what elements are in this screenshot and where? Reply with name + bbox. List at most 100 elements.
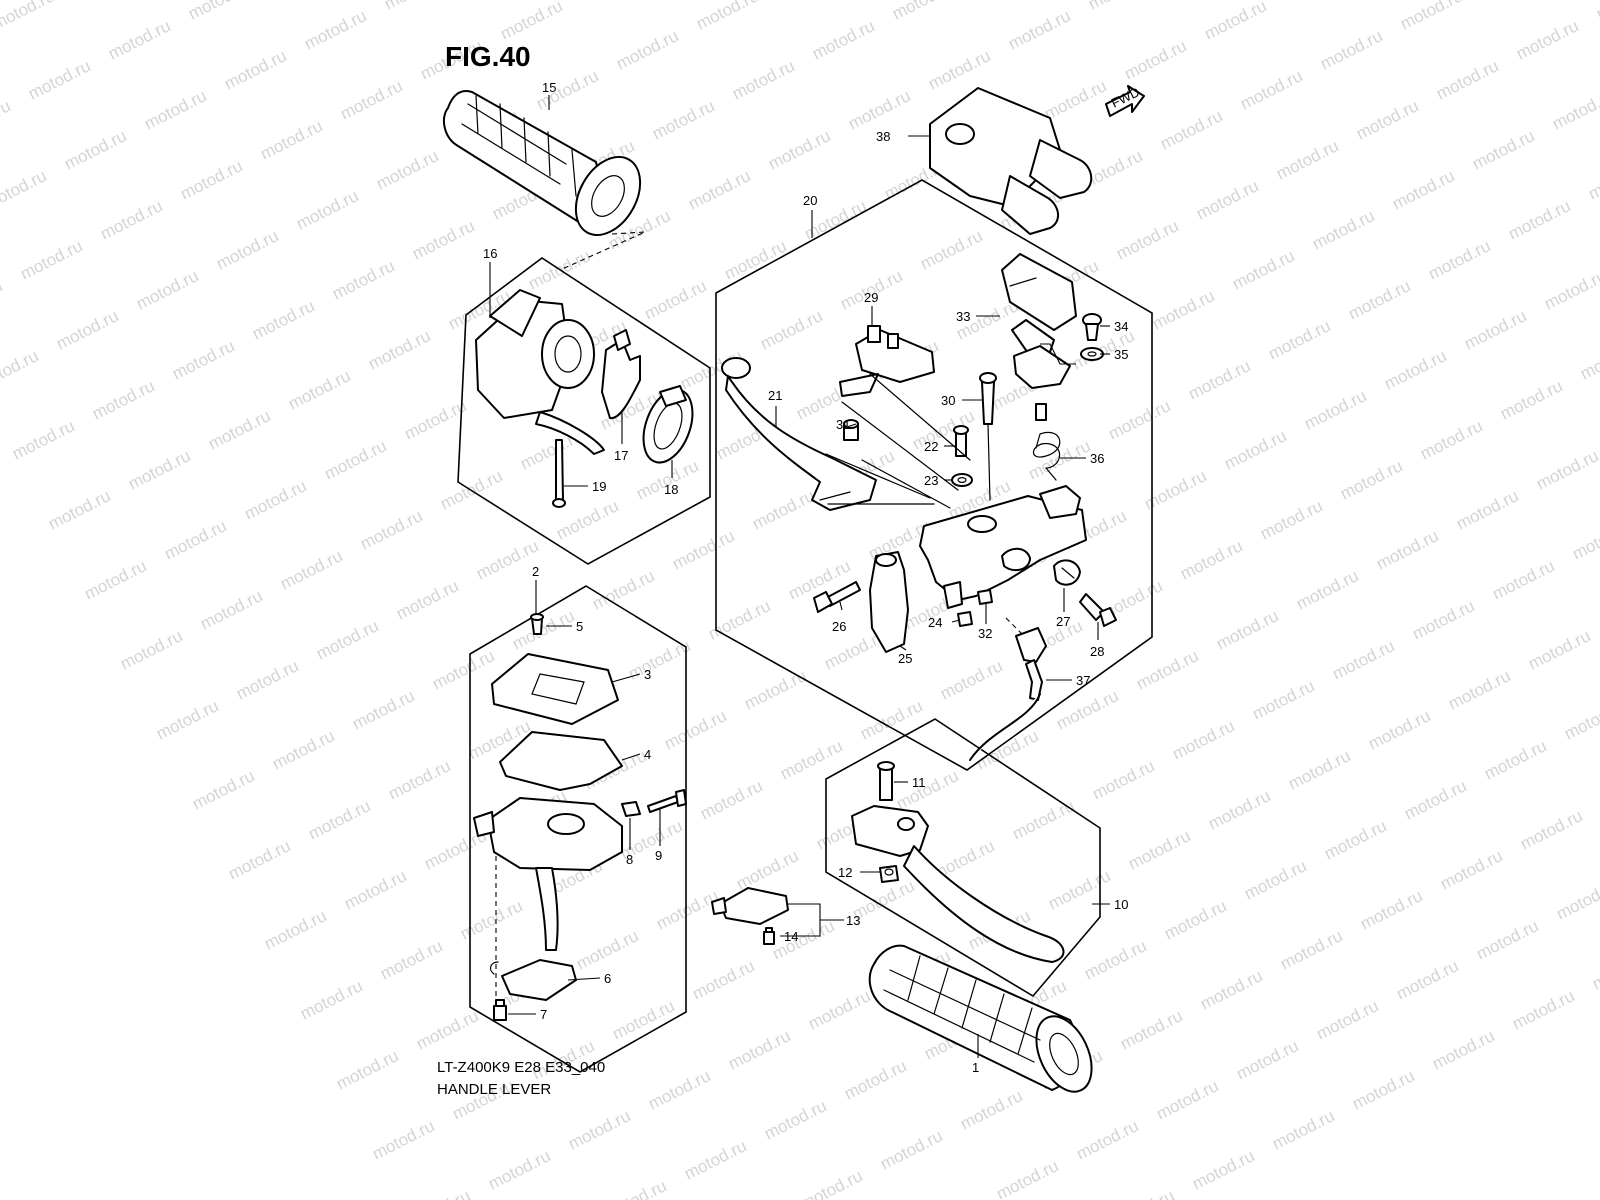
callout-20: 20 [803,193,817,208]
watermark-text: motod.ru [377,936,445,983]
watermark-text: motod.ru [381,0,449,14]
watermark-text: motod.ru [329,256,397,303]
watermark-text: motod.ru [733,846,801,893]
nut-24 [957,611,973,627]
bolt-11 [877,761,895,801]
watermark-text: motod.ru [313,616,381,663]
watermark-text: motod.ru [485,1146,553,1193]
watermark-text: motod.ru [741,666,809,713]
watermark-text: motod.ru [161,516,229,563]
callout-12: 12 [838,865,852,880]
watermark-text: motod.ru [1585,156,1600,203]
callout-17: 17 [614,448,628,463]
watermark-text: motod.ru [1109,1186,1177,1200]
watermark-text: motod.ru [1313,996,1381,1043]
watermark-text: motod.ru [1505,196,1573,243]
callout-2: 2 [532,564,539,579]
watermark-text: motod.ru [105,16,173,63]
watermark-text: motod.ru [757,306,825,353]
frame-throttle-case-2 [469,585,687,1073]
watermark-text: motod.ru [1533,446,1600,493]
screw-34 [1082,313,1102,341]
watermark-text: motod.ru [1433,56,1501,103]
watermark-text: motod.ru [1317,26,1385,73]
watermark-text: motod.ru [0,276,6,323]
callout-8: 8 [626,852,633,867]
watermark-text: motod.ru [373,146,441,193]
watermark-text: motod.ru [1517,806,1585,853]
switch-housing-16 [475,289,605,455]
watermark-text: motod.ru [841,1056,909,1103]
watermark-text: motod.ru [225,836,293,883]
callout-25: 25 [898,651,912,666]
callout-37: 37 [1076,673,1090,688]
watermark-text: motod.ru [1541,266,1600,313]
watermark-text: motod.ru [429,646,497,693]
watermark-text: motod.ru [613,26,681,73]
watermark-text: motod.ru [1553,876,1600,923]
watermark-text: motod.ru [1425,236,1493,283]
watermark-text: motod.ru [749,486,817,533]
clamp-25 [869,551,909,653]
clamp-17 [601,329,641,420]
watermark-text: motod.ru [197,586,265,633]
watermark-text: motod.ru [1241,856,1309,903]
watermark-text: motod.ru [369,1116,437,1163]
callout-6: 6 [604,971,611,986]
watermark-text: motod.ru [1045,866,1113,913]
watermark-text: motod.ru [1205,786,1273,833]
bolt-30 [979,372,997,425]
watermark-text: motod.ru [333,1046,401,1093]
watermark-text: motod.ru [1525,626,1593,673]
watermark-text: motod.ru [1221,426,1289,473]
watermark-text: motod.ru [0,166,50,213]
watermark-text: motod.ru [177,156,245,203]
watermark-text: motod.ru [277,546,345,593]
cover-27 [1053,559,1081,586]
figure-title: FIG.40 [445,41,531,72]
watermark-text: motod.ru [725,1026,793,1073]
watermark-text: motod.ru [877,1126,945,1173]
watermark-text: motod.ru [1321,816,1389,863]
callout-31: 31 [836,417,850,432]
callout-3: 3 [644,667,651,682]
watermark-text: motod.ru [0,0,58,34]
watermark-text: motod.ru [497,0,565,44]
watermark-text: motod.ru [1509,986,1577,1033]
callout-15: 15 [542,80,556,95]
watermark-text: motod.ru [1169,716,1237,763]
watermark-text: motod.ru [45,486,113,533]
watermark-text: motod.ru [1185,356,1253,403]
watermark-text: motod.ru [1277,926,1345,973]
watermark-text: motod.ru [601,1176,669,1200]
watermark-text: motod.ru [269,726,337,773]
watermark-text: motod.ru [1081,936,1149,983]
callout-23: 23 [924,473,938,488]
watermark-text: motod.ru [213,226,281,273]
watermark-text: motod.ru [1577,336,1600,383]
callout-18: 18 [664,482,678,497]
watermark-text: motod.ru [261,906,329,953]
callout-33: 33 [956,309,970,324]
watermark-text: motod.ru [1345,276,1413,323]
callout-30: 30 [941,393,955,408]
watermark-text: motod.ru [1105,396,1173,443]
watermark-text: motod.ru [797,1166,865,1200]
figure-name: HANDLE LEVER [437,1081,551,1098]
watermark-text: motod.ru [257,116,325,163]
watermark-text: motod.ru [305,796,373,843]
callout-9: 9 [655,848,662,863]
watermark-text: motod.ru [89,376,157,423]
watermark-text: motod.ru [1073,1116,1141,1163]
grip-15 [442,90,646,271]
throttle-ring-18 [642,385,694,464]
bolt-26 [813,581,861,613]
watermark-text: motod.ru [857,696,925,743]
watermark-text: motod.ru [141,86,209,133]
watermark-text: motod.ru [1593,0,1600,24]
watermark-text: motod.ru [1301,386,1369,433]
watermark-text: motod.ru [1265,316,1333,363]
watermark-text: motod.ru [721,236,789,283]
master-cylinder-38 [908,87,1093,235]
lever-21 [721,357,877,511]
